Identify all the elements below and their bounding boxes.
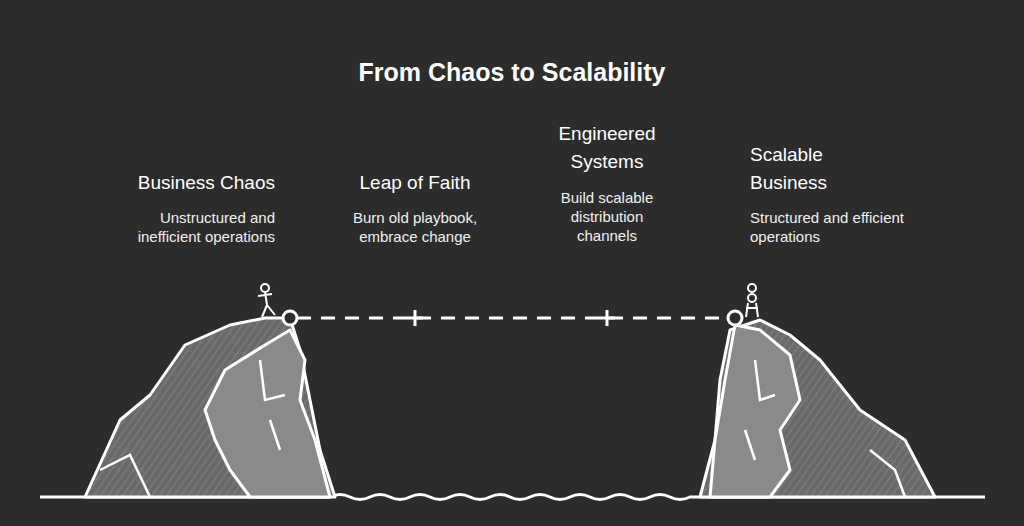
diagram-title: From Chaos to Scalability xyxy=(212,58,812,87)
stage-description: Structured and efficient operations xyxy=(750,208,910,246)
stage-heading: Business Chaos xyxy=(85,169,275,197)
stage-description: Unstructured and inefficient operations xyxy=(115,208,275,246)
stage-heading: Engineered Systems xyxy=(532,120,682,176)
stage-description: Build scalable distribution channels xyxy=(542,188,672,245)
stage-description: Burn old playbook, embrace change xyxy=(335,208,495,246)
stage-heading: Leap of Faith xyxy=(325,169,505,197)
dashed-bridge xyxy=(283,310,742,326)
left-cliff xyxy=(85,284,335,497)
right-cliff xyxy=(700,284,935,497)
stage-heading: Scalable Business xyxy=(750,141,870,197)
